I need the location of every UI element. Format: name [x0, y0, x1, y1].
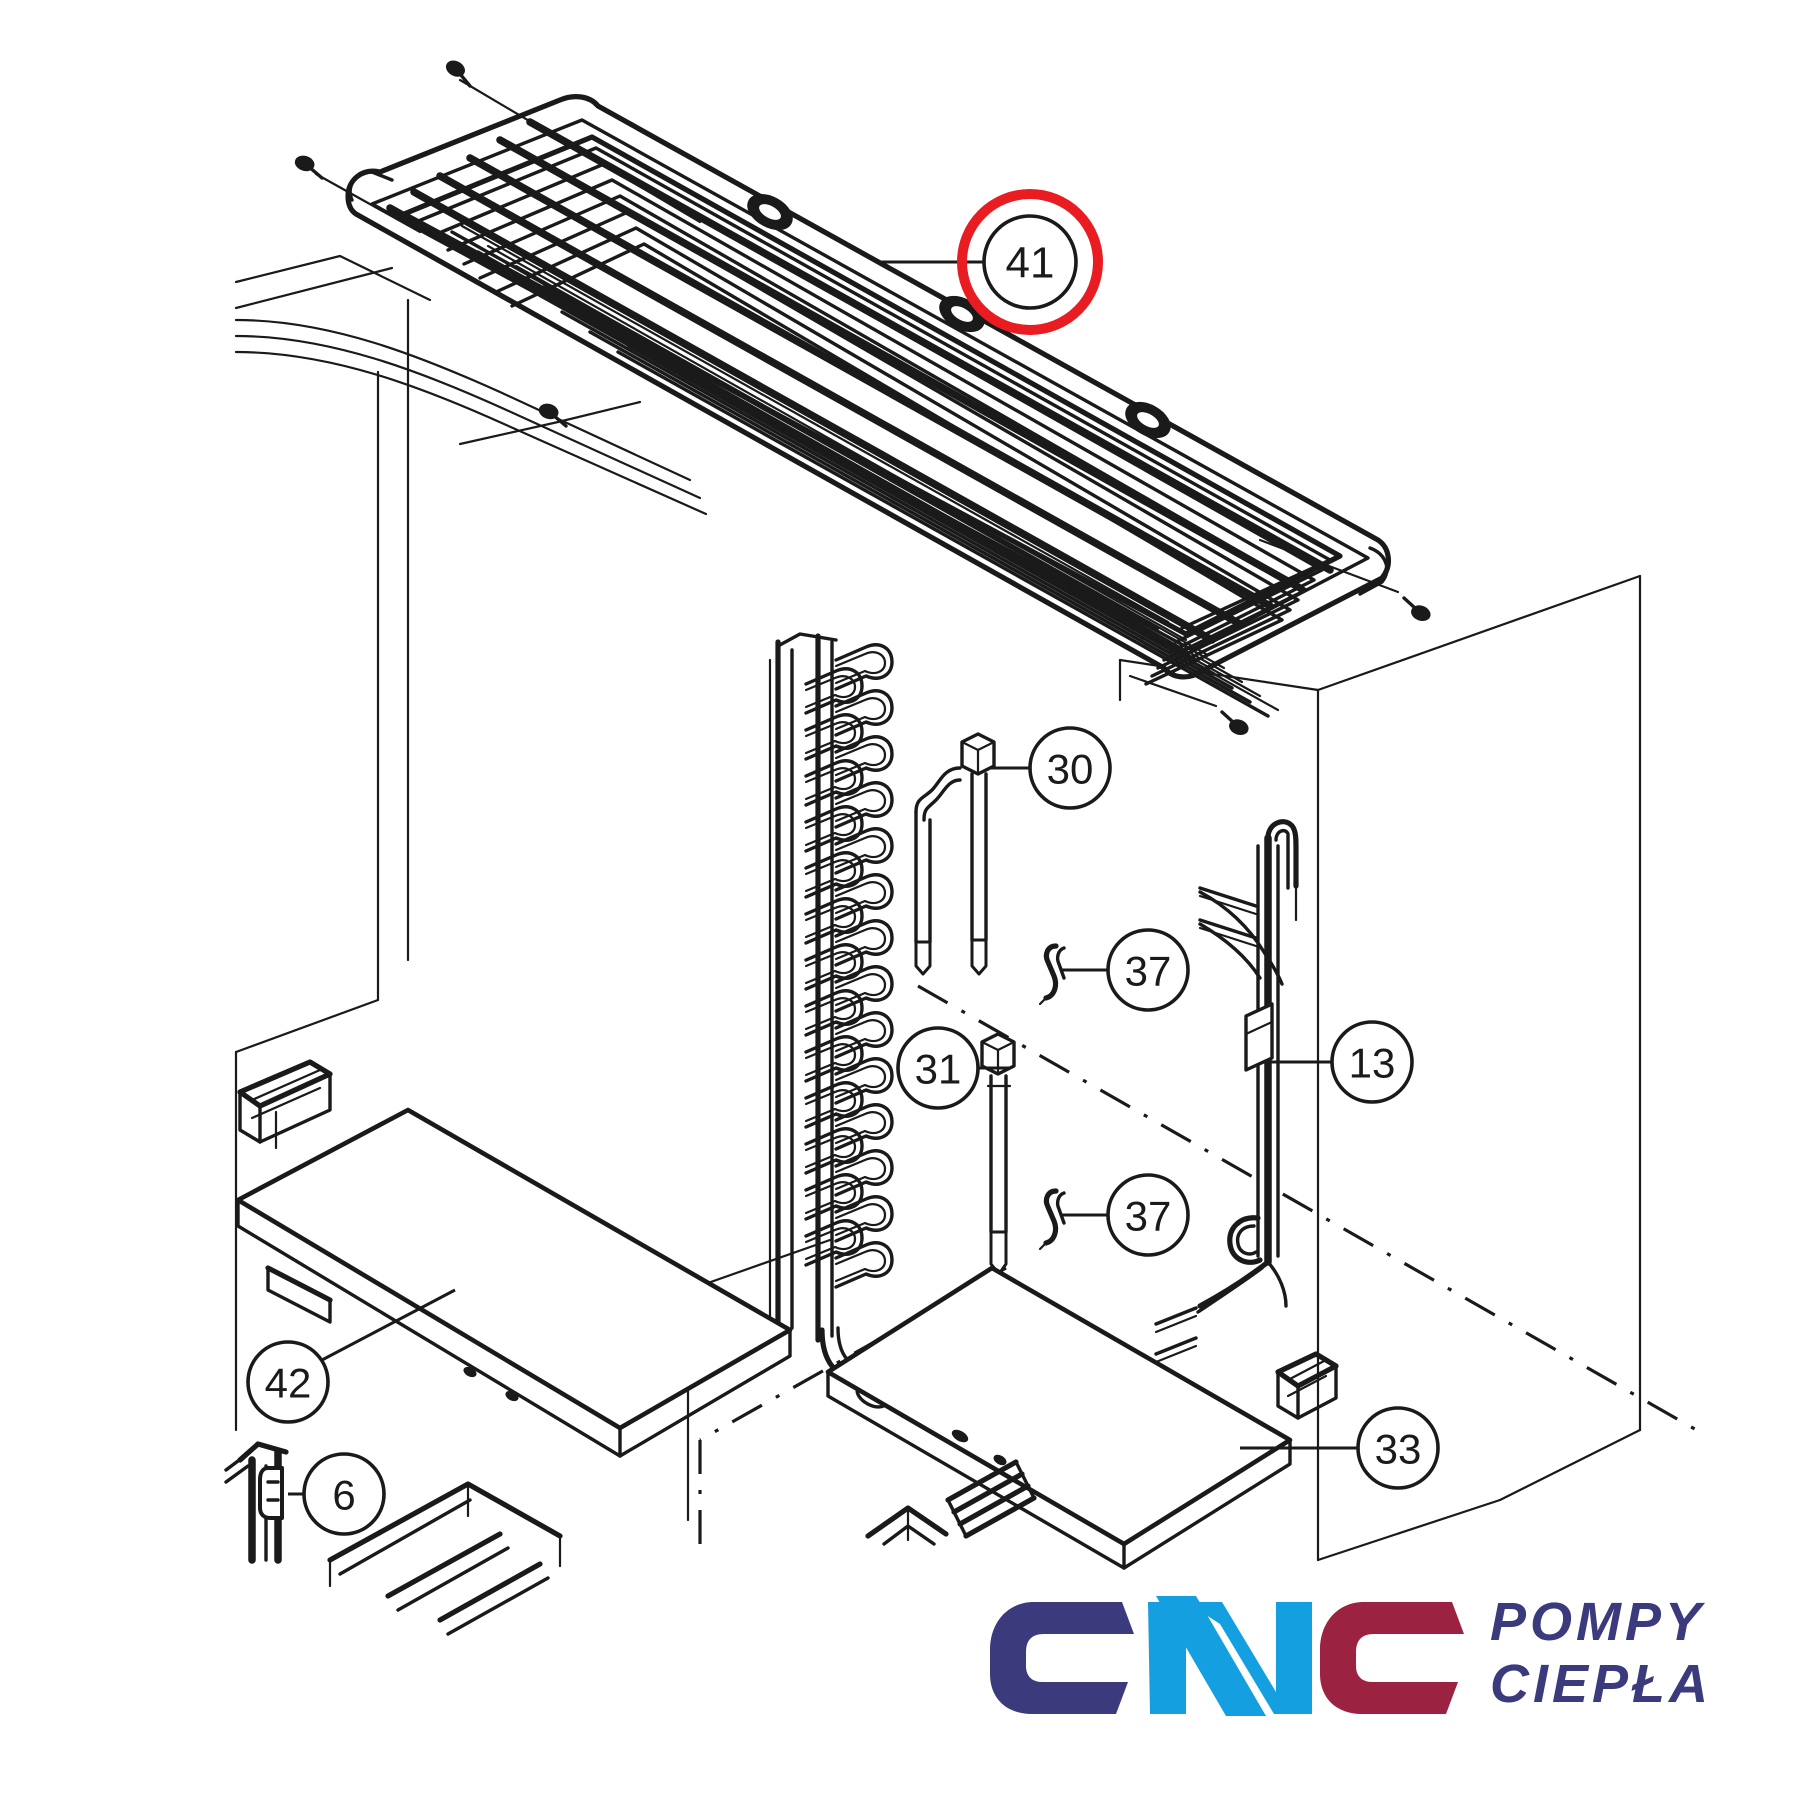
- dual-sensor-probe: [914, 732, 996, 976]
- callout-30-dual-sensor-probe[interactable]: 30: [990, 726, 1112, 810]
- bracket-clip: [224, 1441, 289, 1564]
- section-centerline: [698, 984, 1701, 1560]
- callout-leader-line: [321, 1288, 456, 1362]
- capillary-tube-assembly: [1154, 819, 1299, 1364]
- callout-number: 13: [1349, 1040, 1396, 1087]
- callout-37-clip-retainer-upper[interactable]: 37: [1062, 928, 1190, 1012]
- callout-bubble[interactable]: [896, 1026, 980, 1110]
- cover-screws: [291, 56, 1434, 739]
- callout-bubble[interactable]: [302, 1452, 386, 1536]
- logo-letter-c2: [1320, 1602, 1464, 1714]
- callout-number: 37: [1125, 948, 1172, 995]
- callout-number: 37: [1125, 1193, 1172, 1240]
- terminal-block: [1275, 1351, 1339, 1420]
- callout-number: 41: [1006, 239, 1055, 288]
- callout-number: 30: [1047, 746, 1094, 793]
- condenser-coil: [768, 632, 908, 1414]
- callout-37-clip-retainer-lower[interactable]: 37: [1062, 1173, 1190, 1257]
- callout-41-top-cover-panel[interactable]: 41: [880, 189, 1103, 335]
- tray-louver-strip: [945, 1459, 1037, 1539]
- base-tray-panel: [825, 1265, 1339, 1570]
- clip-retainer-upper: [1038, 943, 1066, 1006]
- callout-31-single-sensor-probe[interactable]: 31: [896, 1026, 1010, 1110]
- callout-number: 33: [1375, 1426, 1422, 1473]
- top-cover-panel: [345, 94, 1391, 718]
- callout-bubble[interactable]: [1106, 928, 1190, 1012]
- cover-boss-holes: [747, 193, 1171, 439]
- callout-bubble[interactable]: [1356, 1406, 1440, 1490]
- cnc-logo: POMPY CIEPŁA: [990, 1592, 1712, 1716]
- callout-13-capillary-tube-assembly[interactable]: 13: [1268, 1020, 1414, 1104]
- callout-bubble[interactable]: [1106, 1173, 1190, 1257]
- cabinet-outline: [234, 254, 1642, 1562]
- logo-tagline-line1: POMPY: [1490, 1592, 1706, 1652]
- callout-number: 31: [915, 1046, 962, 1093]
- panel-top-bracket: [237, 1059, 333, 1150]
- callout-number: 42: [265, 1360, 312, 1407]
- callout-highlight-ring: [957, 189, 1103, 335]
- single-sensor-probe: [980, 1032, 1016, 1276]
- callout-6-bracket-clip[interactable]: 6: [288, 1452, 386, 1536]
- callout-42-side-access-panel[interactable]: 42: [246, 1288, 456, 1424]
- callout-number: 6: [332, 1472, 355, 1519]
- logo-letter-c1: [990, 1602, 1134, 1714]
- callout-bubble[interactable]: [1330, 1020, 1414, 1104]
- side-access-panel: [235, 1059, 793, 1458]
- clip-retainer-lower: [1038, 1188, 1066, 1251]
- callout-bubble[interactable]: [246, 1340, 330, 1424]
- callout-bubble[interactable]: [982, 214, 1078, 310]
- callout-bubble[interactable]: [1028, 726, 1112, 810]
- logo-letter-n: [1148, 1596, 1312, 1716]
- logo-tagline-line2: CIEPŁA: [1490, 1654, 1712, 1714]
- callout-33-base-tray-panel[interactable]: 33: [1240, 1406, 1440, 1490]
- cabinet-front-frame: [327, 1481, 563, 1636]
- callouts-layer: 41 30 37 31 13 37 42 33 6: [246, 189, 1440, 1536]
- cover-slat-separators: [386, 118, 1334, 658]
